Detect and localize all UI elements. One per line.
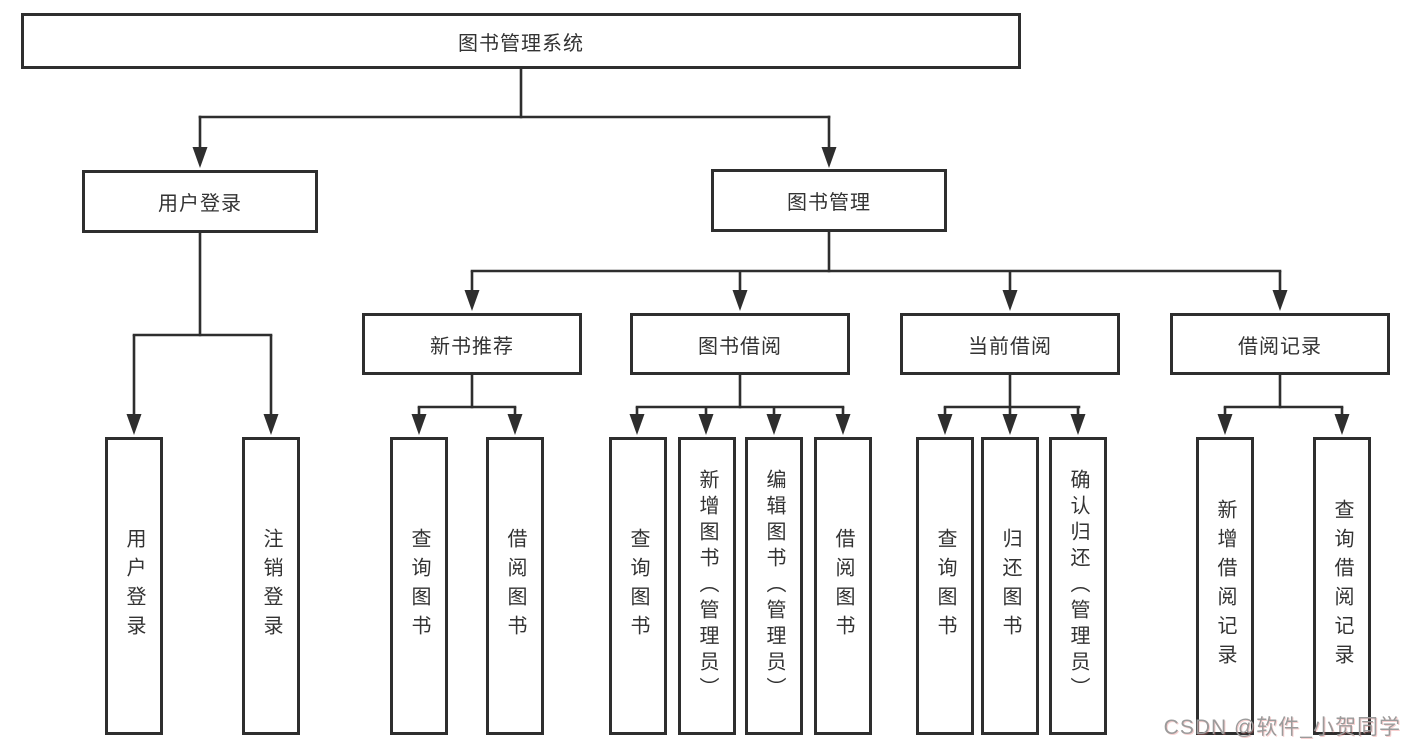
- leaf-add-books-admin-label: 新增图书（管理员）: [696, 469, 718, 703]
- leaf-query-books-borrowing: 查询图书: [609, 437, 667, 735]
- node-book-borrowing-label: 图书借阅: [698, 335, 782, 358]
- watermark: CSDN @软件_小贺同学: [1163, 716, 1401, 739]
- leaf-add-borrow-record-label: 新增借阅记录: [1214, 499, 1236, 673]
- node-root-system: 图书管理系统: [21, 13, 1021, 69]
- leaf-borrow-books-recommend: 借阅图书: [486, 437, 544, 735]
- node-root-system-label: 图书管理系统: [458, 32, 584, 55]
- leaf-add-borrow-record: 新增借阅记录: [1196, 437, 1254, 735]
- node-new-book-recommendation: 新书推荐: [362, 313, 582, 375]
- node-user-login: 用户登录: [82, 170, 318, 233]
- leaf-user-login-label: 用户登录: [123, 528, 145, 644]
- leaf-query-borrow-record: 查询借阅记录: [1313, 437, 1371, 735]
- leaf-borrow-books-label: 借阅图书: [832, 528, 854, 644]
- leaf-return-books: 归还图书: [981, 437, 1039, 735]
- leaf-return-books-label: 归还图书: [999, 528, 1021, 644]
- node-user-login-label: 用户登录: [158, 193, 242, 215]
- node-current-borrowing-label: 当前借阅: [968, 335, 1052, 358]
- leaf-edit-books-admin-label: 编辑图书（管理员）: [763, 469, 785, 703]
- node-book-borrowing: 图书借阅: [630, 313, 850, 375]
- leaf-user-login: 用户登录: [105, 437, 163, 735]
- node-new-book-recommendation-label: 新书推荐: [430, 335, 514, 358]
- leaf-query-borrow-record-label: 查询借阅记录: [1331, 499, 1353, 673]
- node-borrowing-records: 借阅记录: [1170, 313, 1390, 375]
- leaf-logout-label: 注销登录: [260, 528, 282, 644]
- leaf-query-books-current-label: 查询图书: [934, 528, 956, 644]
- leaf-query-books-current: 查询图书: [916, 437, 974, 735]
- leaf-confirm-return-admin-label: 确认归还（管理员）: [1067, 469, 1089, 703]
- leaf-add-books-admin: 新增图书（管理员）: [678, 437, 736, 735]
- leaf-edit-books-admin: 编辑图书（管理员）: [745, 437, 803, 735]
- node-borrowing-records-label: 借阅记录: [1238, 335, 1322, 358]
- leaf-logout: 注销登录: [242, 437, 300, 735]
- leaf-query-books-recommend: 查询图书: [390, 437, 448, 735]
- leaf-query-books-recommend-label: 查询图书: [408, 528, 430, 644]
- leaf-borrow-books-recommend-label: 借阅图书: [504, 528, 526, 644]
- leaf-confirm-return-admin: 确认归还（管理员）: [1049, 437, 1107, 735]
- leaf-query-books-borrowing-label: 查询图书: [627, 528, 649, 644]
- node-book-management: 图书管理: [711, 169, 947, 232]
- node-book-management-label: 图书管理: [787, 192, 871, 214]
- leaf-borrow-books: 借阅图书: [814, 437, 872, 735]
- node-current-borrowing: 当前借阅: [900, 313, 1120, 375]
- arrowheads: [126, 147, 1350, 435]
